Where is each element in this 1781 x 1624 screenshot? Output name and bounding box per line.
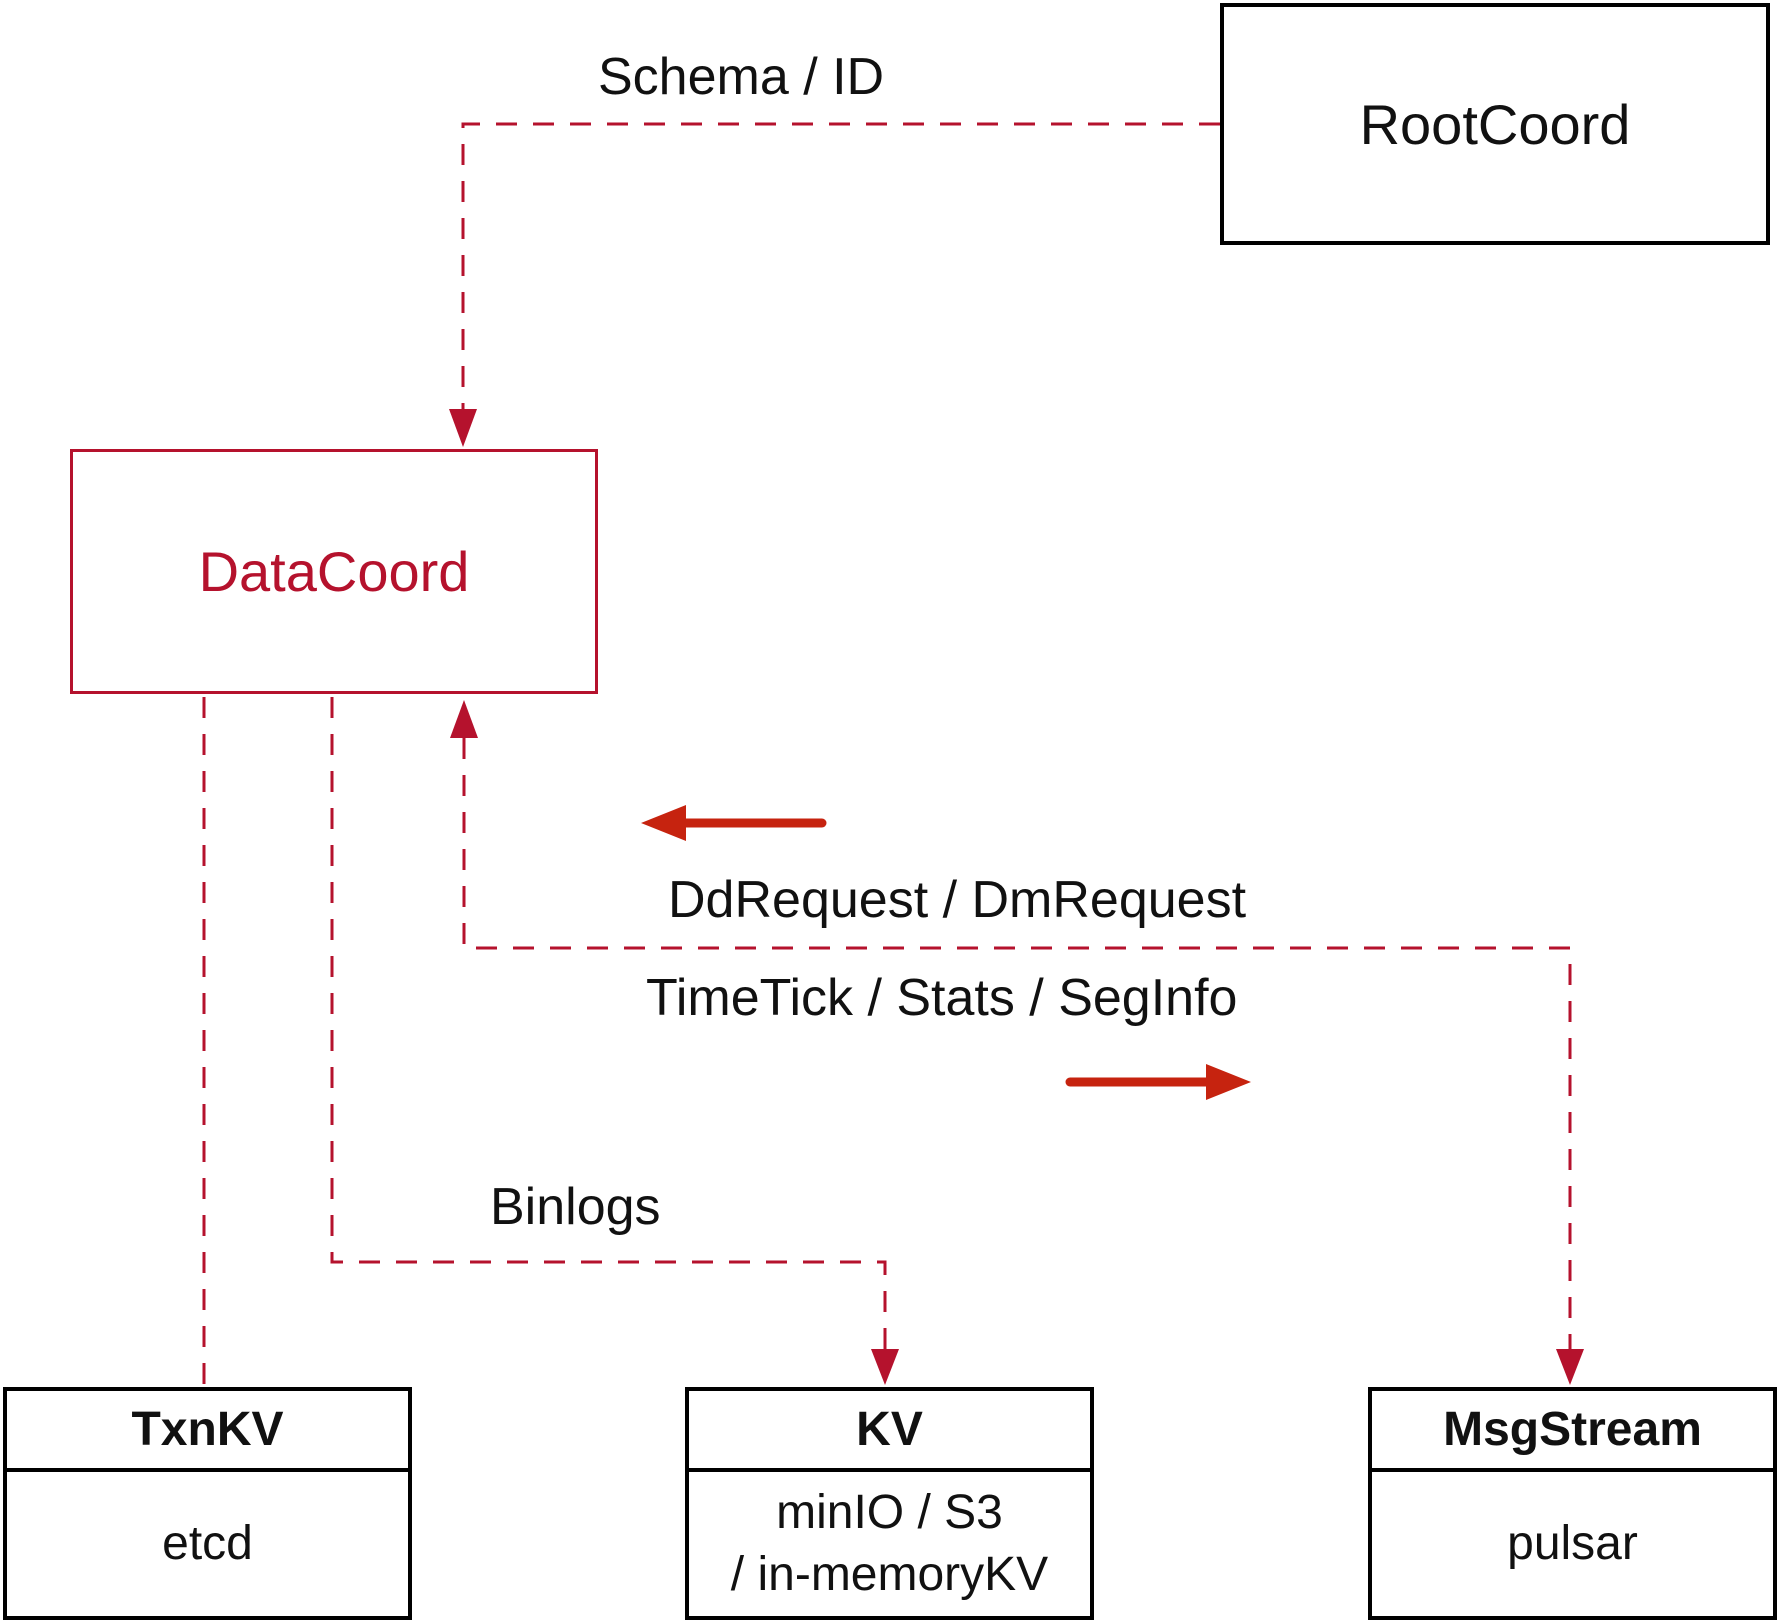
- edge-msgstream-line: [462, 738, 1572, 1349]
- node-kv-title: KV: [689, 1391, 1090, 1472]
- node-kv-body-line2: / in-memoryKV: [730, 1548, 1049, 1601]
- node-datacoord: DataCoord: [70, 449, 598, 694]
- arrow-down-icon: [449, 409, 477, 447]
- arrow-right-icon: [1065, 1064, 1251, 1100]
- arrow-down-icon: [1556, 1349, 1584, 1385]
- edge-label-dd-request: DdRequest / DmRequest: [668, 871, 1247, 929]
- node-msgstream: MsgStream pulsar: [1368, 1387, 1777, 1620]
- node-rootcoord-label: RootCoord: [1359, 92, 1631, 156]
- node-txnkv-title: TxnKV: [7, 1391, 408, 1472]
- node-datacoord-label: DataCoord: [198, 540, 470, 603]
- arrow-left-icon: [641, 805, 827, 841]
- edge-schema-id-line: [461, 122, 1220, 409]
- node-kv: KV minIO / S3 / in-memoryKV: [685, 1387, 1094, 1620]
- node-msgstream-title: MsgStream: [1372, 1391, 1773, 1472]
- arrow-down-icon: [871, 1349, 899, 1385]
- edge-label-time-tick: TimeTick / Stats / SegInfo: [646, 969, 1238, 1027]
- node-txnkv: TxnKV etcd: [3, 1387, 412, 1620]
- node-kv-body-line1: minIO / S3: [776, 1486, 1003, 1539]
- node-rootcoord: RootCoord: [1220, 3, 1770, 245]
- arrow-up-icon: [450, 700, 478, 738]
- edge-label-schema-id: Schema / ID: [598, 48, 885, 106]
- edge-label-binlogs: Binlogs: [490, 1178, 661, 1236]
- node-txnkv-body: etcd: [162, 1517, 253, 1570]
- node-msgstream-body: pulsar: [1507, 1517, 1638, 1570]
- edge-binlogs-line: [330, 697, 887, 1349]
